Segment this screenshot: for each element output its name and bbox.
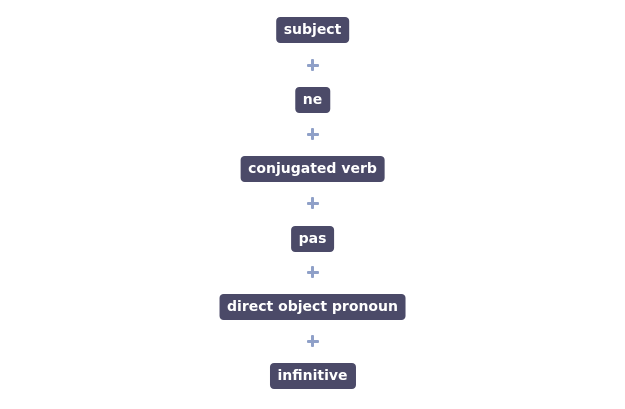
step-conjugated-verb: conjugated verb [240, 156, 385, 182]
plus-icon [306, 266, 319, 278]
step-ne: ne [294, 87, 331, 113]
plus-icon [306, 59, 319, 71]
plus-icon [306, 128, 319, 140]
step-subject: subject [275, 17, 350, 43]
step-direct-object-pronoun: direct object pronoun [219, 294, 406, 320]
plus-icon [306, 335, 319, 347]
step-pas: pas [290, 226, 335, 252]
step-infinitive: infinitive [269, 363, 356, 389]
plus-icon [306, 197, 319, 209]
